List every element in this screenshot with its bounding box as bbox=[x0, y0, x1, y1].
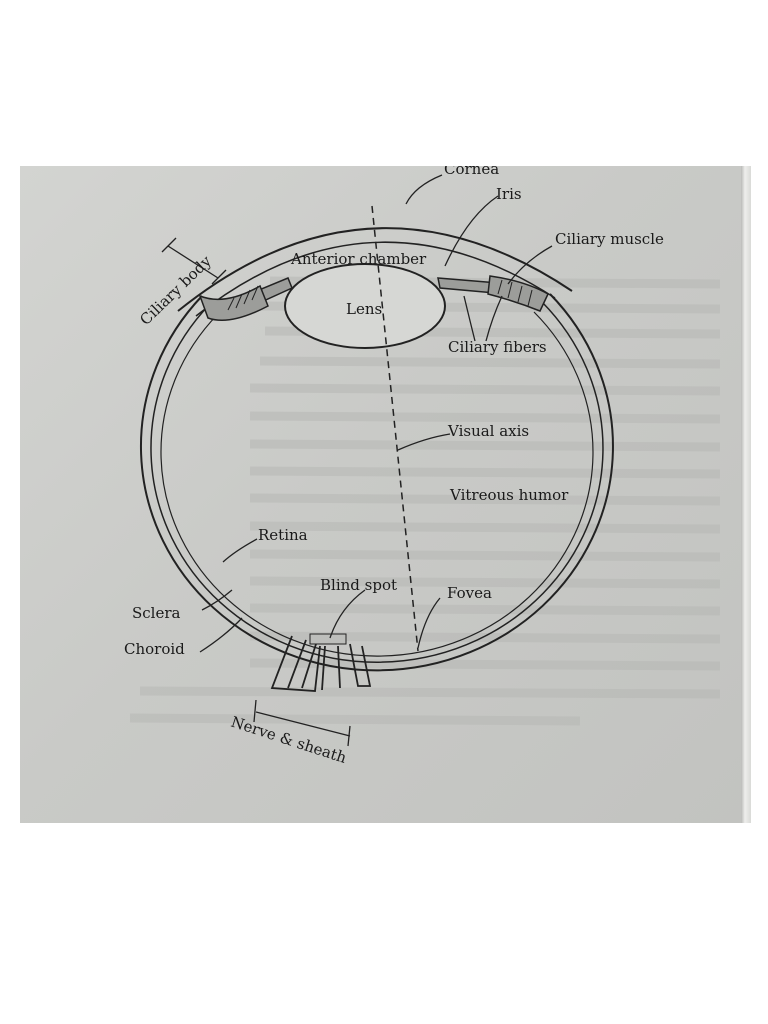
leader-ciliary-fibers-1 bbox=[463, 295, 476, 342]
leader-blind-spot bbox=[329, 589, 366, 639]
cornea-outer bbox=[177, 227, 573, 312]
leader-ciliary-muscle bbox=[507, 245, 553, 285]
leader-sclera bbox=[201, 589, 233, 611]
label-blind-spot: Blind spot bbox=[320, 576, 397, 594]
nerve-sheath-marker bbox=[253, 699, 351, 747]
leader-lines bbox=[199, 174, 553, 653]
optic-nerve bbox=[270, 635, 372, 692]
labels: Cornea Iris Ciliary muscle Ciliary body … bbox=[124, 166, 664, 767]
label-ciliary-muscle: Ciliary muscle bbox=[555, 230, 664, 248]
label-visual-axis: Visual axis bbox=[447, 422, 529, 440]
label-choroid: Choroid bbox=[124, 640, 185, 658]
label-ciliary-body: Ciliary body bbox=[136, 252, 215, 329]
eye-diagram: Cornea Iris Ciliary muscle Ciliary body … bbox=[124, 166, 721, 767]
label-anterior-chamber: Anterior chamber bbox=[290, 250, 427, 268]
retina-layer bbox=[160, 311, 594, 657]
label-vitreous-humor: Vitreous humor bbox=[449, 486, 569, 504]
eyeball bbox=[140, 227, 614, 672]
book-page-photo: Cornea Iris Ciliary muscle Ciliary body … bbox=[20, 166, 751, 823]
cornea-inner bbox=[195, 241, 556, 317]
hatching bbox=[227, 279, 533, 311]
leader-retina bbox=[222, 538, 258, 563]
leader-cornea bbox=[405, 174, 443, 205]
label-cornea: Cornea bbox=[444, 166, 499, 178]
visual-axis-line bbox=[371, 205, 419, 652]
label-lens: Lens bbox=[346, 300, 382, 318]
ciliary-body-marker bbox=[161, 237, 227, 285]
leader-iris bbox=[444, 195, 499, 267]
bleed-through-text bbox=[129, 276, 721, 726]
blind-spot-mark bbox=[309, 633, 347, 645]
ciliary-body-left bbox=[198, 284, 269, 321]
label-iris: Iris bbox=[496, 185, 522, 203]
leader-choroid bbox=[199, 617, 243, 653]
lens-shape bbox=[284, 263, 446, 349]
label-ciliary-fibers: Ciliary fibers bbox=[448, 338, 547, 356]
sclera-outer bbox=[140, 293, 614, 672]
label-fovea: Fovea bbox=[447, 584, 492, 602]
ciliary-body-right bbox=[487, 275, 549, 312]
leader-ciliary-fibers-2 bbox=[485, 295, 503, 342]
iris-and-ciliary bbox=[198, 275, 549, 321]
page-edge bbox=[741, 166, 751, 823]
choroid-layer bbox=[150, 301, 604, 663]
leader-fovea bbox=[417, 597, 441, 649]
leader-visual-axis bbox=[397, 433, 451, 451]
label-retina: Retina bbox=[258, 526, 308, 544]
label-sclera: Sclera bbox=[132, 604, 181, 622]
